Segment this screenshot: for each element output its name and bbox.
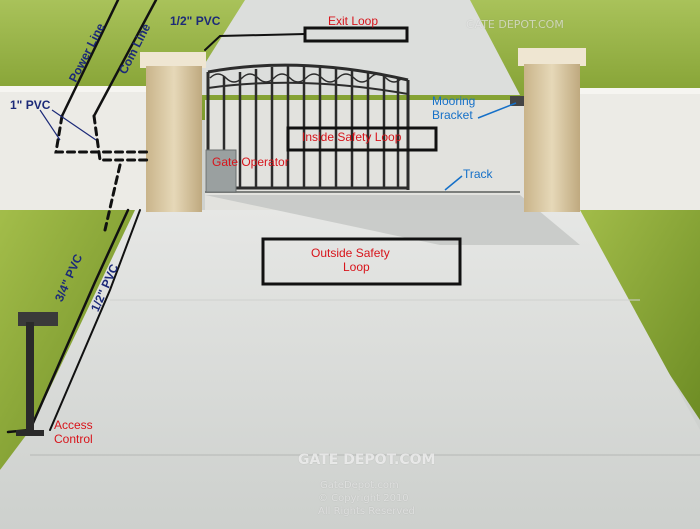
inside-safety-loop-label: Inside Safety Loop — [302, 130, 401, 144]
mooring-bracket-label-line1: Mooring — [432, 94, 475, 108]
gate-operator-label: Gate Operator — [212, 155, 289, 169]
watermark-copyright: © Copyright 2010 — [318, 493, 409, 504]
left-pillar — [140, 52, 206, 212]
access-control-label-line2: Control — [54, 432, 93, 446]
track-label: Track — [463, 167, 493, 181]
mooring-bracket-label-line2: Bracket — [432, 108, 473, 122]
access-control-label-line1: Access — [54, 418, 93, 432]
outside-safety-loop-label-line2: Loop — [343, 260, 370, 274]
watermark-center: GATE DEPOT.COM — [298, 452, 435, 468]
exit-loop-label: Exit Loop — [328, 14, 378, 28]
half-inch-pvc-top-label: 1/2" PVC — [170, 14, 220, 28]
outside-safety-loop-label-line1: Outside Safety — [311, 246, 390, 260]
right-pillar — [518, 48, 586, 212]
perimeter-wall-right — [580, 88, 700, 210]
one-inch-pvc-label: 1" PVC — [10, 98, 50, 112]
watermark-top: GATE DEPOT.COM — [466, 18, 564, 31]
watermark-rights: All Rights Reserved — [318, 506, 415, 517]
watermark-url: GateDepot.com — [320, 480, 399, 491]
